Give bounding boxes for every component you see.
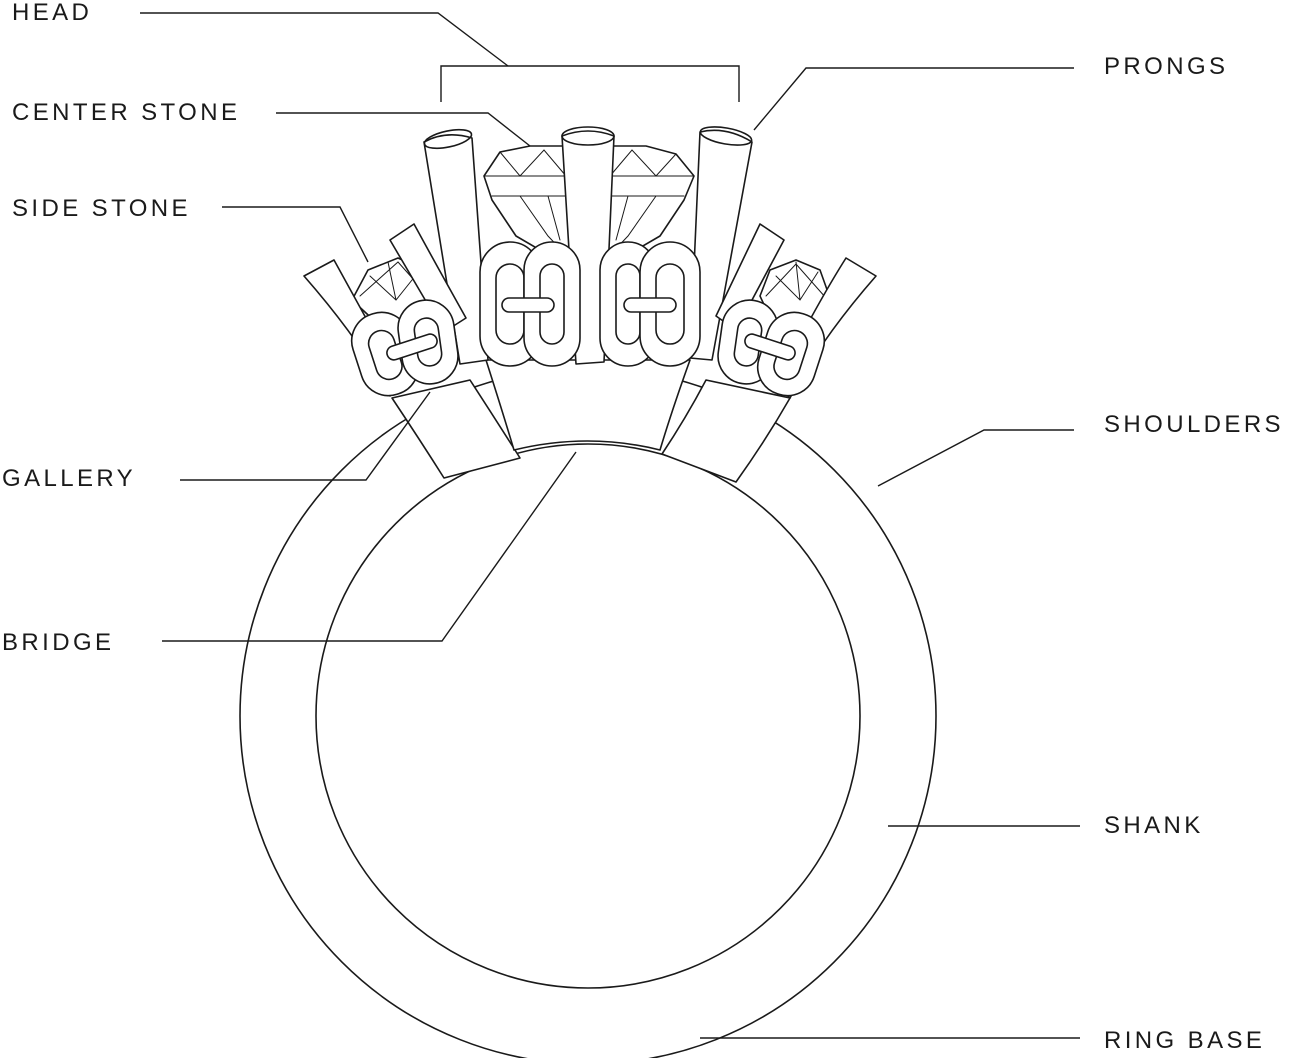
- leader-bridge: [162, 451, 577, 642]
- shank: [239, 367, 937, 1063]
- label-shank: SHANK: [1104, 812, 1204, 839]
- right-shoulder: [661, 379, 791, 483]
- label-center-stone: CENTER STONE: [12, 99, 241, 126]
- right-side-stone-facets: [765, 261, 827, 301]
- leader-center-stone: [276, 112, 531, 147]
- leader-prongs: [753, 67, 1074, 131]
- label-head: HEAD: [12, 0, 93, 26]
- shank-inner-edge: [315, 443, 861, 989]
- label-side-stone: SIDE STONE: [12, 195, 191, 222]
- leader-gallery: [180, 391, 431, 481]
- prong-right-tall-tip: [699, 126, 753, 146]
- label-prongs: PRONGS: [1104, 53, 1229, 80]
- prong-right-tall: [689, 129, 753, 361]
- leader-head: [140, 12, 509, 67]
- gallery-bar-3: [623, 297, 677, 313]
- prong-inner-left: [389, 223, 467, 333]
- gallery-bar-4: [744, 333, 796, 361]
- bridge-body: [485, 359, 691, 451]
- right-side-stone: [759, 259, 831, 323]
- leader-lines: [140, 12, 1080, 1039]
- shoulders: [391, 359, 791, 483]
- shank-outer-edge: [239, 367, 937, 1063]
- head-bracket: [440, 65, 740, 102]
- gallery-bar-1: [386, 333, 438, 361]
- label-gallery: GALLERY: [2, 465, 137, 492]
- label-ring-base: RING BASE: [1104, 1027, 1266, 1054]
- gallery: [350, 241, 826, 397]
- leader-shoulders: [877, 429, 1074, 487]
- gallery-bar-2: [501, 297, 555, 313]
- prong-left-tall-tip: [423, 128, 473, 150]
- leader-side-stone: [222, 206, 369, 263]
- label-bridge: BRIDGE: [2, 629, 115, 656]
- label-shoulders: SHOULDERS: [1104, 411, 1284, 438]
- prong-center-tip: [561, 126, 615, 146]
- left-shoulder: [391, 379, 521, 479]
